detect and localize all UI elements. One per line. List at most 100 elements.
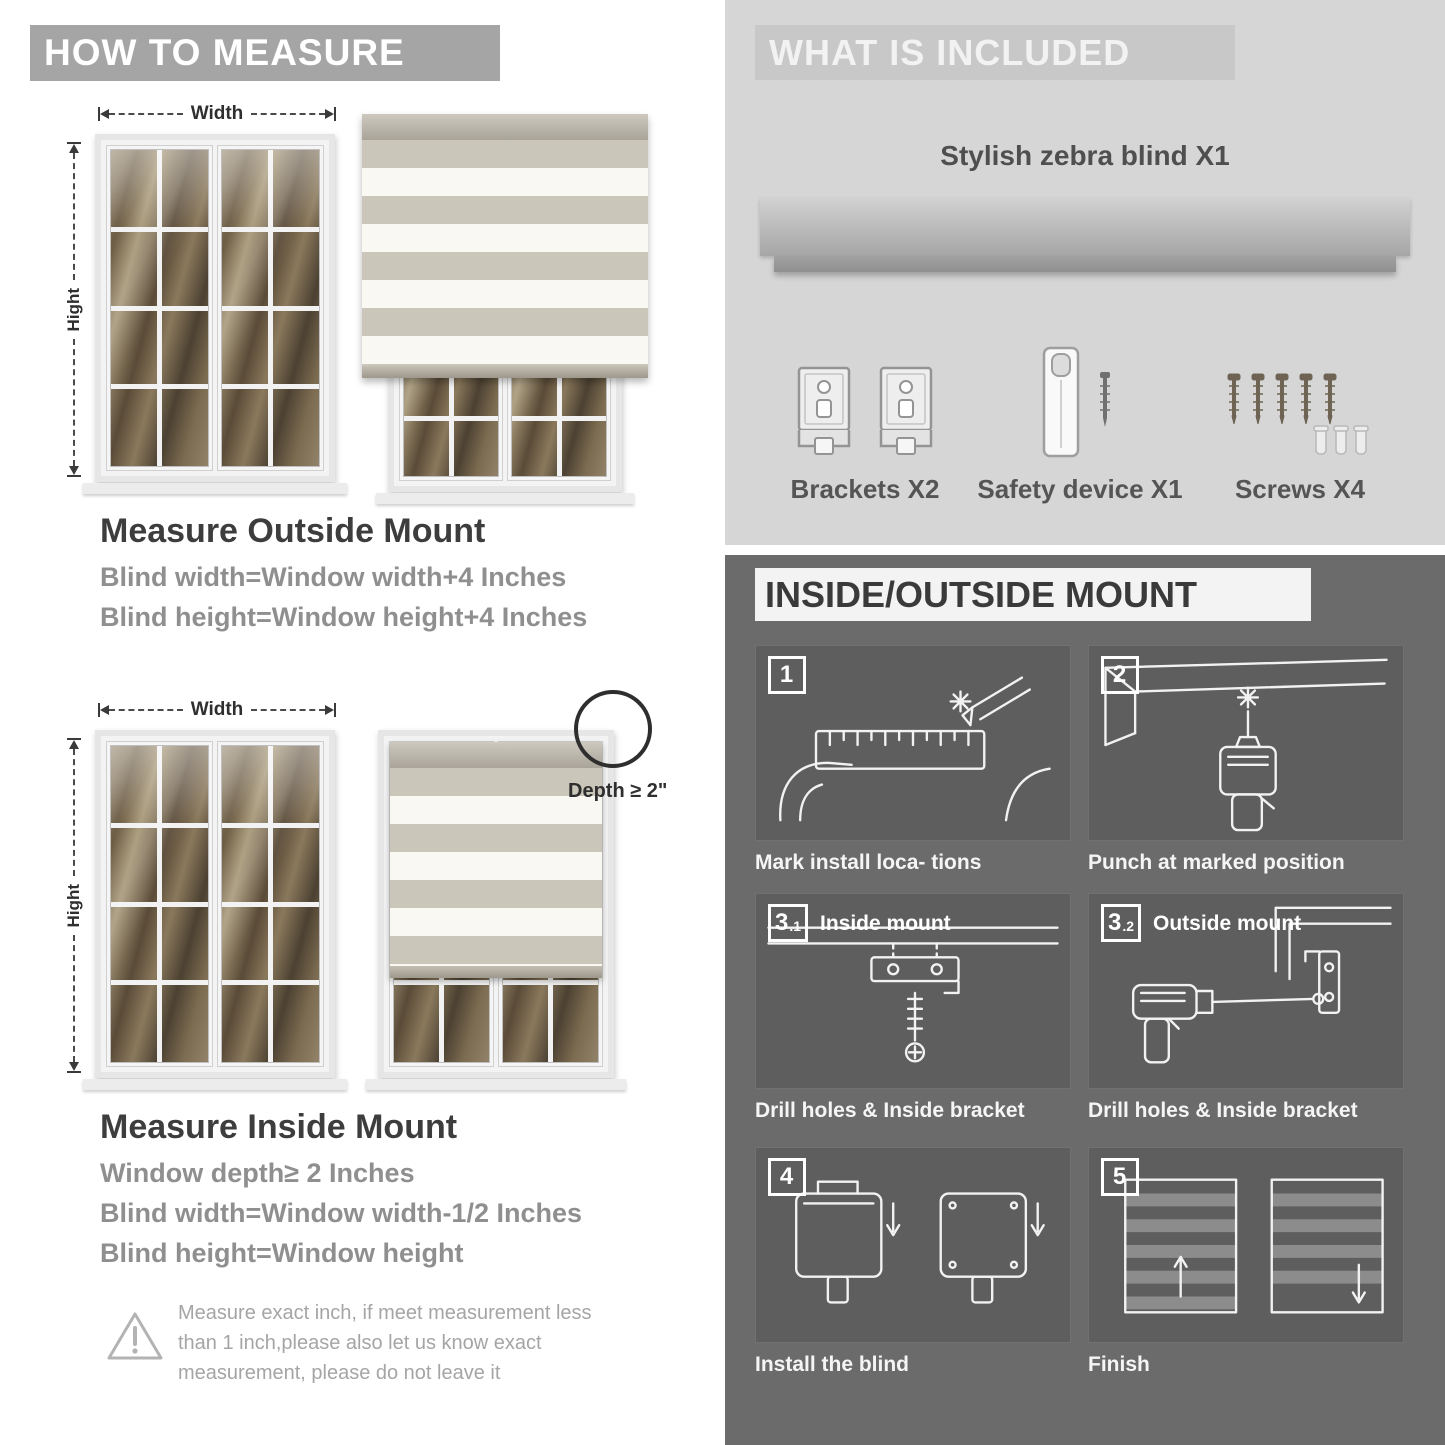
blind-stripes (390, 768, 602, 966)
step-title: Inside mount (820, 912, 951, 935)
arrow-end (67, 142, 81, 144)
step-number-badge: 3.1 (768, 904, 809, 942)
mount-header: INSIDE/OUTSIDE MOUNT (755, 568, 1311, 621)
height-label: Hight (64, 287, 83, 332)
install-blind-art (795, 1180, 1045, 1304)
outside-bracket-art (1131, 906, 1392, 1064)
right-column: WHAT IS INCLUDED Stylish zebra blind X1 (725, 0, 1445, 1445)
step-panel: 3.1 Inside mount (755, 893, 1071, 1089)
included-items: Brackets X2 Safety device X1 (755, 322, 1415, 505)
height-arrow: Hight (64, 142, 83, 477)
measure-note: Measure exact inch, if meet measurement … (178, 1302, 592, 1384)
step-panel: 5 (1088, 1147, 1404, 1343)
width-arrow: Width (98, 699, 336, 720)
arrow-line (73, 935, 75, 1062)
step-caption: Mark install loca- tions (755, 851, 982, 874)
bracket-icon (797, 366, 851, 455)
how-to-measure-header: HOW TO MEASURE (30, 25, 500, 81)
step-number-badge: 1 (768, 656, 806, 694)
step-outside-mount: 3.2 Outside mount Drill holes & Inside b… (1088, 893, 1404, 1123)
arrow-right-icon (325, 705, 334, 715)
step-title: Outside mount (1153, 912, 1302, 935)
depth-detail-circle (574, 690, 652, 768)
arrow-left-icon (100, 109, 109, 119)
step-caption: Drill holes & Inside bracket (755, 1099, 1025, 1122)
step-caption: Finish (1088, 1353, 1150, 1376)
step-punch-position: 2 Punch at marked position (1088, 645, 1404, 875)
step-caption: Drill holes & Inside bracket (1088, 1099, 1358, 1122)
step-panel: 2 (1088, 645, 1404, 841)
what-is-included-header: WHAT IS INCLUDED (755, 25, 1235, 80)
window-casements (107, 146, 323, 470)
blind-cassette (390, 742, 602, 768)
mount-instructions-section: INSIDE/OUTSIDE MOUNT 1 Mark install loca… (725, 555, 1445, 1445)
screws-label: Screws X4 (1234, 474, 1366, 504)
step-number: 3 (1108, 909, 1122, 936)
what-is-included-section: WHAT IS INCLUDED Stylish zebra blind X1 (725, 0, 1445, 545)
step-number: 3 (775, 909, 789, 936)
arrow-end (67, 1071, 81, 1073)
window-illustration (83, 134, 347, 494)
width-arrow: Width (98, 103, 336, 124)
warning-triangle-icon (107, 1312, 163, 1360)
window-pane (107, 742, 212, 1066)
outside-mount-blind-illustration (362, 114, 648, 504)
safety-device-icon (1042, 346, 1110, 458)
arrow-right-icon (325, 109, 334, 119)
blind-bottom-rail (390, 966, 602, 978)
arrow-down-icon (69, 466, 79, 475)
finish-art (1124, 1178, 1384, 1314)
inside-height-formula: Blind height=Window height (100, 1238, 464, 1268)
arrow-left-icon (100, 705, 109, 715)
blind-stripes (362, 140, 648, 366)
safety-device-icons (1028, 322, 1132, 462)
blind-product-label: Stylish zebra blind X1 (940, 140, 1230, 171)
step-number: 2 (1112, 661, 1127, 688)
step-panel: 1 (755, 645, 1071, 841)
step-number-badge: 3.2 (1101, 904, 1142, 942)
step-number-badge: 4 (768, 1158, 806, 1196)
step-number: 4 (779, 1163, 794, 1190)
arrow-up-icon (69, 740, 79, 749)
step-finish: 5 Finish (1088, 1147, 1404, 1377)
step-number-badge: 5 (1101, 1158, 1139, 1196)
step-number-badge: 2 (1101, 656, 1139, 694)
step-caption: Punch at marked position (1088, 851, 1345, 874)
zebra-blind (390, 742, 602, 978)
blind-cassette (362, 114, 648, 140)
screws-icons (1220, 322, 1380, 462)
inside-mount-title: Measure Inside Mount (100, 1108, 458, 1146)
window-pane (218, 742, 323, 1066)
step-inside-mount: 3.1 Inside mount Drill holes & Inside br… (755, 893, 1071, 1123)
headrail-valance (774, 256, 1396, 272)
inside-bracket-art (767, 926, 1059, 1063)
arrow-line (251, 709, 325, 711)
included-item-brackets: Brackets X2 (755, 322, 975, 505)
inside-mount-blind-illustration (366, 730, 626, 1090)
arrow-line (109, 709, 183, 711)
bracket-icon (879, 366, 933, 455)
step-number-sub: .1 (789, 918, 802, 934)
width-label: Width (190, 103, 244, 124)
step-install-blind: 4 Install the blind (755, 1147, 1071, 1377)
arrow-down-icon (69, 1062, 79, 1071)
window-pane (218, 146, 323, 470)
screws-icon (1227, 373, 1369, 455)
step-panel: 3.2 Outside mount (1088, 893, 1404, 1089)
window-casements (107, 742, 323, 1066)
window-pane (107, 146, 212, 470)
safety-device-label: Safety device X1 (977, 474, 1183, 504)
height-arrow: Hight (64, 738, 83, 1073)
outside-mount-title: Measure Outside Mount (100, 512, 486, 550)
arrow-up-icon (69, 144, 79, 153)
arrow-end (67, 738, 81, 740)
inside-width-formula: Blind width=Window width-1/2 Inches (100, 1198, 583, 1228)
width-label: Width (190, 699, 244, 720)
step-number: 5 (1112, 1163, 1127, 1190)
window-illustration (83, 730, 347, 1090)
zebra-blind (362, 114, 648, 378)
step-number-sub: .2 (1122, 918, 1135, 934)
brackets-icons (791, 322, 939, 462)
depth-label: Depth ≥ 2" (568, 780, 668, 802)
blind-bottom-rail (362, 366, 648, 378)
